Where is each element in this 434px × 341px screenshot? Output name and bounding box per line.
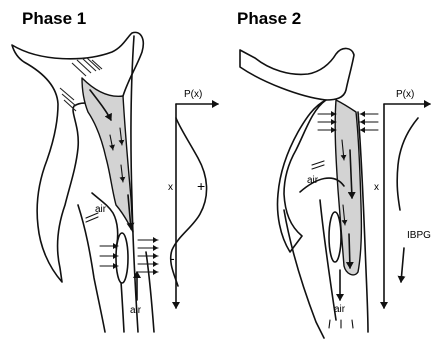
phase-2-palate <box>240 48 354 100</box>
phase-2-air-label-lower: air <box>334 304 346 315</box>
phase-2-air-upper: air <box>307 161 324 186</box>
phase-2-tongue <box>278 100 327 252</box>
phase-1-title: Phase 1 <box>22 9 86 28</box>
phase-2-pressure-label: P(x) <box>396 89 414 100</box>
phase-1-vocal-fold <box>116 233 128 283</box>
phase-1-pressure-label: P(x) <box>184 89 202 100</box>
phase-1-pressure-arrows <box>100 240 158 272</box>
phase-2-ibpg-label: IBPG <box>407 230 431 241</box>
phase-2-lower-descent-arrow <box>349 234 350 268</box>
phase-1-negative-sign: - <box>170 250 175 266</box>
phase-1-x-label: x <box>168 182 173 193</box>
phase-1-larynx-wall <box>78 205 105 332</box>
phase-1-positive-sign: + <box>197 178 205 194</box>
phase-2-ibpg-arrow <box>401 248 404 282</box>
phase-1-air-label-lower: air <box>130 305 142 316</box>
phase-1-panel: Phase 1 <box>12 9 218 332</box>
phase-1-bolus <box>82 78 133 232</box>
phase-2-pressure-curve <box>397 118 418 210</box>
phase-2-title: Phase 2 <box>237 9 301 28</box>
phase-2-airflow-ticks <box>329 320 353 328</box>
phase-2-vocal-fold <box>329 212 341 262</box>
phase-2-x-label: x <box>374 182 379 193</box>
phase-2-panel: Phase 2 air <box>237 9 431 338</box>
phase-1-epiglottis <box>92 193 118 248</box>
phase-1-air-upper: air <box>86 204 107 222</box>
phase-2-air-label-upper: air <box>307 175 319 186</box>
